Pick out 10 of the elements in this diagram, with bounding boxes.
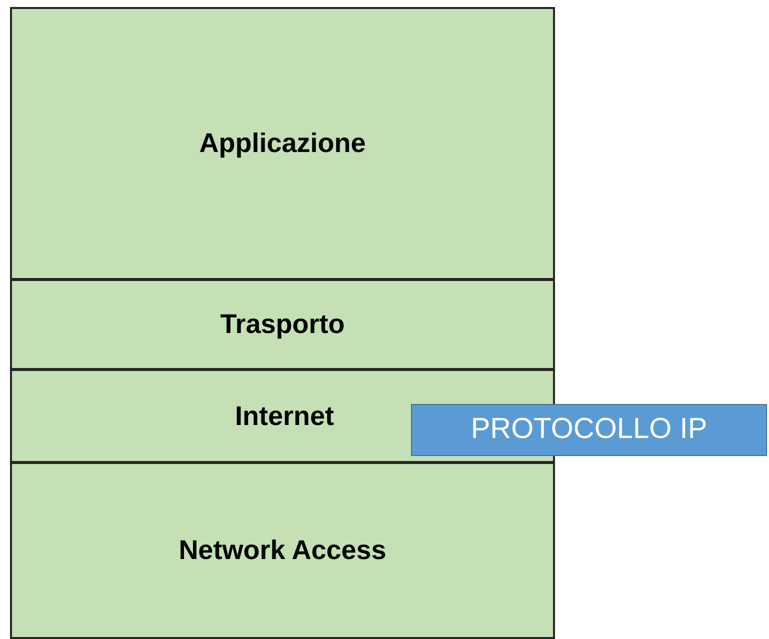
layer-name: Trasporto bbox=[220, 308, 345, 342]
layer-name: Network Access bbox=[178, 534, 386, 568]
layer-box bbox=[10, 7, 555, 280]
layer-name: Internet bbox=[234, 400, 334, 433]
layer-box bbox=[10, 369, 411, 463]
layer-box bbox=[10, 279, 555, 370]
protocol-name: PROTOCOLLO IP bbox=[470, 412, 708, 448]
protocol-label-box bbox=[411, 404, 767, 456]
layer-box bbox=[10, 462, 555, 639]
layer-name: Applicazione bbox=[199, 127, 366, 160]
